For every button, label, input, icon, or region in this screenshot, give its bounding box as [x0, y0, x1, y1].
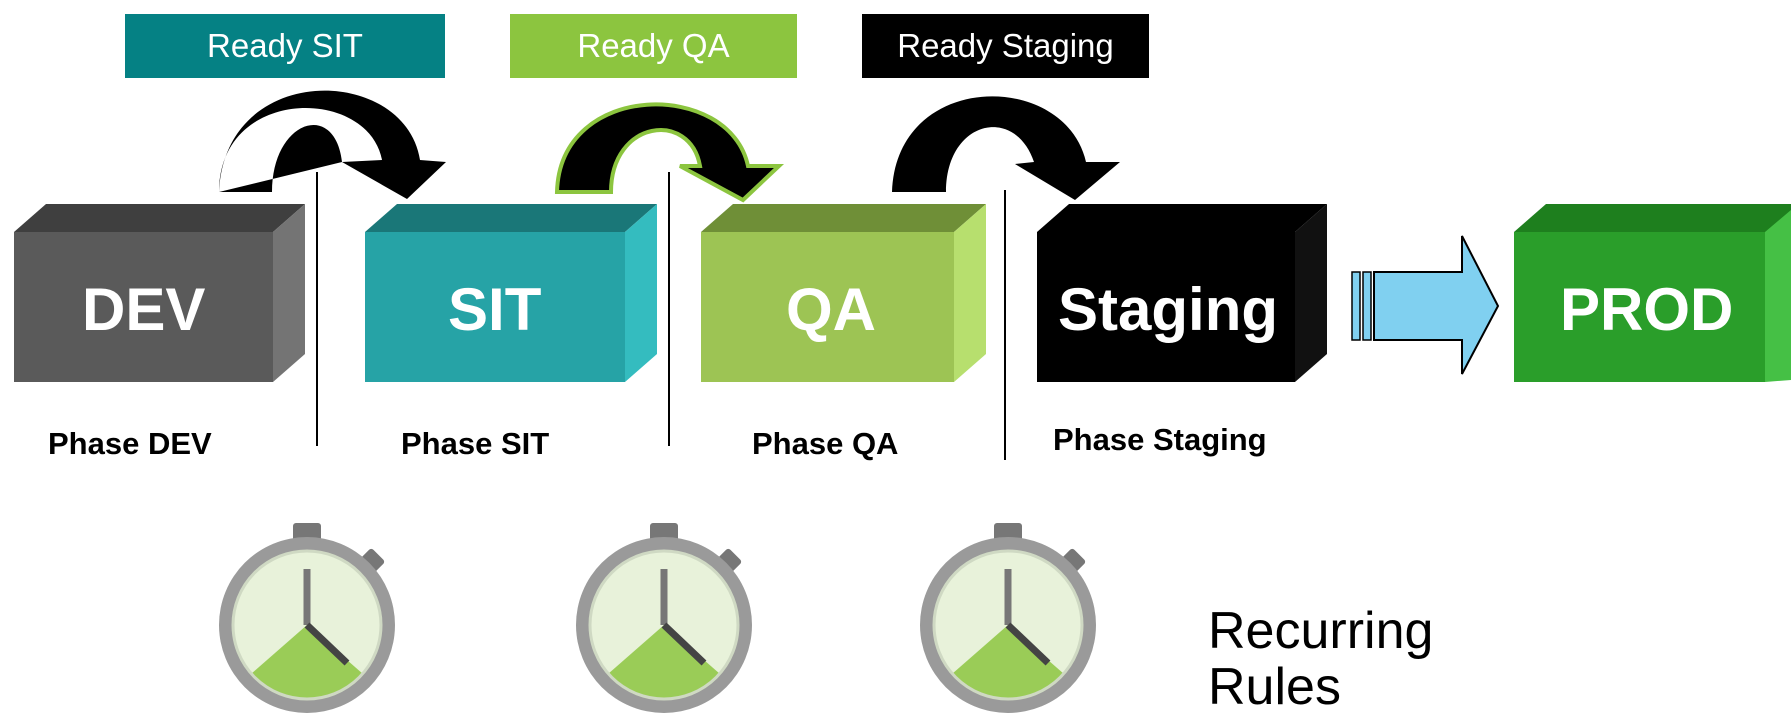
- block-arrow-to-prod: [1351, 235, 1500, 375]
- ready-qa-label: Ready QA: [510, 14, 797, 78]
- stopwatch-icon: [920, 523, 1096, 713]
- ready-sit-label: Ready SIT: [125, 14, 445, 78]
- curved-arrow-sit-to-qa: [554, 102, 785, 203]
- curved-arrow-dev-to-sit: [219, 90, 446, 199]
- curved-arrow-qa-to-staging: [892, 96, 1120, 200]
- stopwatch-icon: [219, 523, 395, 713]
- stage-cube-dev: [14, 204, 305, 382]
- stopwatch-icon: [576, 523, 752, 713]
- recurring-rules-line1: Recurring: [1208, 602, 1434, 660]
- stage-label-dev: DEV: [82, 276, 206, 343]
- stage-label-prod: PROD: [1560, 276, 1734, 343]
- phase-label-dev: Phase DEV: [48, 426, 212, 461]
- phase-label-staging: Phase Staging: [1053, 422, 1267, 457]
- stage-cube-prod: [1514, 204, 1791, 382]
- stage-cube-sit: [365, 204, 657, 382]
- stage-label-qa: QA: [786, 276, 876, 343]
- phase-label-sit: Phase SIT: [401, 426, 550, 461]
- recurring-rules-line2: Rules: [1208, 658, 1341, 716]
- stage-cube-qa: [701, 204, 986, 382]
- ready-staging-label: Ready Staging: [862, 14, 1149, 78]
- recurring-rules-label: Recurring Rules: [1208, 603, 1433, 715]
- phase-label-qa: Phase QA: [752, 426, 899, 461]
- stage-label-sit: SIT: [448, 276, 542, 343]
- stage-label-staging: Staging: [1058, 276, 1278, 343]
- stage-cube-staging: [1037, 204, 1327, 382]
